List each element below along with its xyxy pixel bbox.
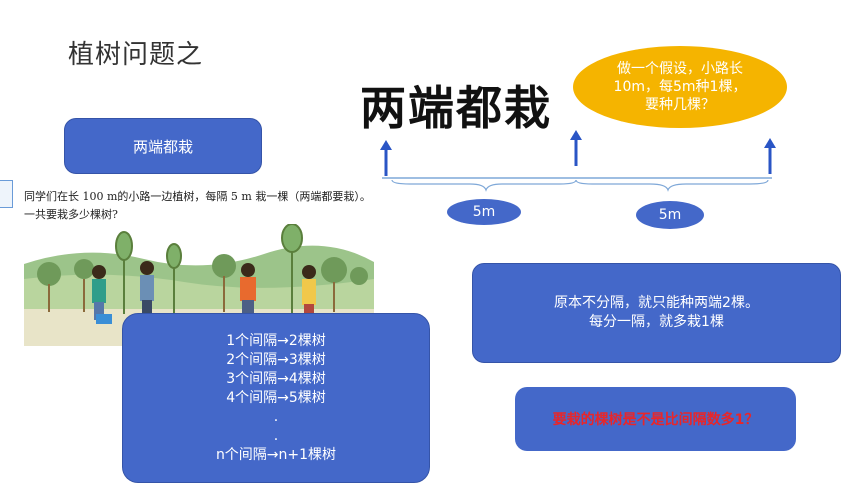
label-box-text: 两端都栽	[132, 137, 193, 156]
problem-text-line1: 同学们在长 100 m的小路一边植树，每隔 5 m 栽一棵（两端都要栽）。	[24, 190, 371, 203]
slide-title: 植树问题之	[68, 40, 204, 70]
interval-diagram	[380, 130, 776, 192]
interval-label-1-text: 5m	[472, 204, 496, 220]
interval-label-2: 5m	[636, 201, 704, 229]
list-line: 4个间隔→5棵树	[226, 389, 326, 406]
question-box: 要栽的棵树是不是比间隔数多1？	[515, 387, 796, 451]
interval-brace-left	[391, 179, 577, 192]
question-text: 要栽的棵树是不是比间隔数多1？	[552, 412, 759, 428]
big-title: 两端都栽	[360, 81, 552, 135]
list-line: 1个间隔→2棵树	[226, 332, 326, 349]
hypothesis-bubble: 做一个假设，小路长10m，每5m种1棵，要种几棵？	[573, 46, 787, 128]
interval-label-1: 5m	[447, 199, 521, 225]
problem-text-line2: 一共要栽多少棵树?	[24, 208, 118, 221]
interval-brace-right	[575, 179, 769, 192]
tree-arrow-1	[380, 140, 392, 176]
list-line: 2个间隔→3棵树	[226, 351, 326, 368]
hypothesis-text: 做一个假设，小路长10m，每5m种1棵，要种几棵？	[613, 61, 747, 113]
list-line: n个间隔→n+1棵树	[215, 446, 337, 463]
interval-list-box: 1个间隔→2棵树 2个间隔→3棵树 3个间隔→4棵树 4个间隔→5棵树 . . …	[122, 313, 430, 483]
explanation-line2: 每分一隔，就多栽1棵	[589, 314, 724, 330]
list-line: .	[273, 427, 279, 444]
explanation-box: 原本不分隔，就只能种两端2棵。 每分一隔，就多栽1棵	[472, 263, 841, 363]
tree-arrow-3	[764, 138, 776, 174]
list-line: .	[273, 408, 279, 425]
interval-label-2-text: 5m	[658, 207, 682, 223]
side-tab	[0, 180, 13, 208]
list-line: 3个间隔→4棵树	[226, 370, 326, 387]
tree-arrow-2	[570, 130, 582, 166]
explanation-line1: 原本不分隔，就只能种两端2棵。	[554, 295, 759, 311]
label-box: 两端都栽	[64, 118, 262, 174]
